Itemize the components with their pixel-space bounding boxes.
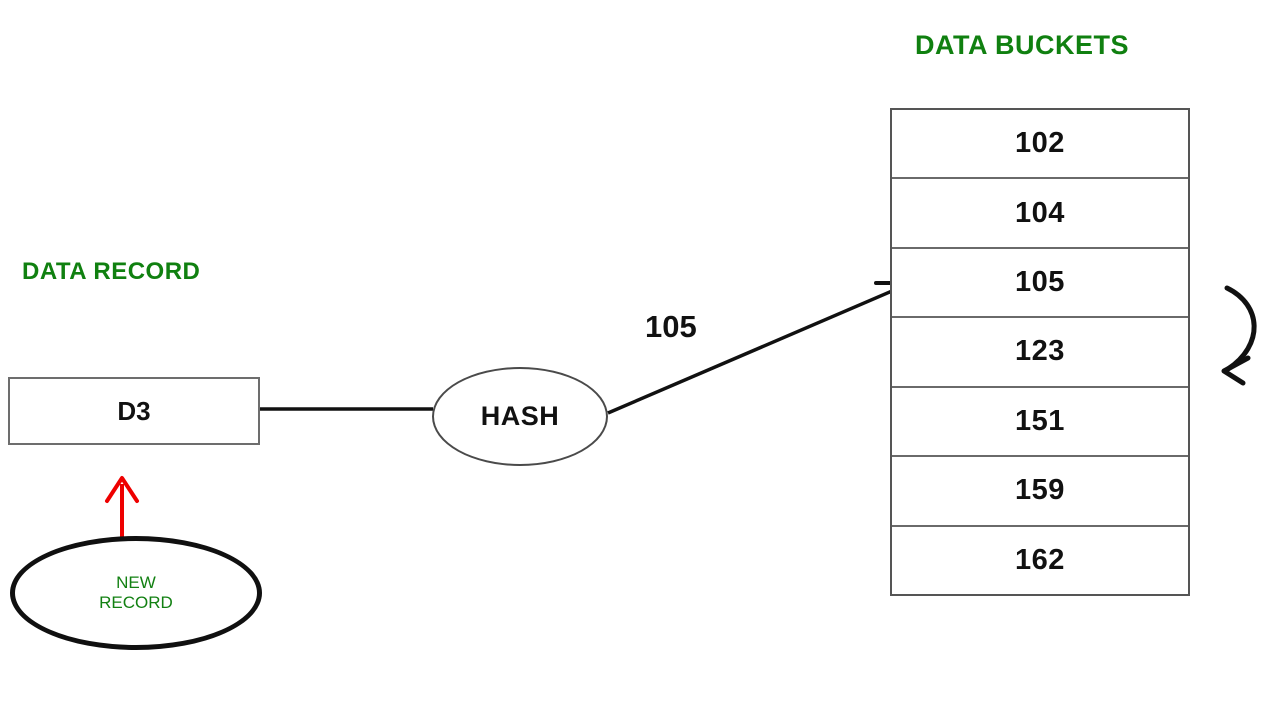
data-record-box[interactable]: D3 [8,377,260,445]
data-buckets-title: DATA BUCKETS [915,30,1129,60]
hash-output-value-label: 105 [645,309,697,344]
bucket-value: 102 [1015,127,1065,160]
bucket-value: 162 [1015,543,1065,576]
new-record-arrowhead [105,476,139,503]
bucket-value: 123 [1015,335,1065,368]
bucket-row[interactable]: 105 [892,249,1188,319]
bucket-row[interactable]: 159 [892,457,1188,527]
bucket-row[interactable]: 123 [892,318,1188,388]
overflow-curved-arrow [1224,285,1257,372]
hash-to-bucket-arrow-line [607,286,900,415]
bucket-value: 104 [1015,196,1065,229]
bucket-row[interactable]: 162 [892,527,1188,594]
bucket-value: 159 [1015,474,1065,507]
bucket-row[interactable]: 151 [892,388,1188,458]
hash-function-node[interactable]: HASH [432,367,608,466]
new-record-label-line1: NEW [116,572,156,592]
overflow-curved-arrowhead [1221,355,1251,386]
hash-node-label: HASH [480,401,560,431]
new-record-node[interactable]: NEW RECORD [10,536,262,650]
bucket-row[interactable]: 102 [892,110,1188,180]
data-buckets-table: 102 104 105 123 151 159 162 [890,108,1190,596]
bucket-row[interactable]: 104 [892,179,1188,249]
bucket-value: 105 [1015,266,1065,299]
bucket-value: 151 [1015,404,1065,437]
new-record-label-line2: RECORD [99,593,173,612]
data-record-title: DATA RECORD [22,258,201,285]
data-record-label: D3 [117,395,151,426]
